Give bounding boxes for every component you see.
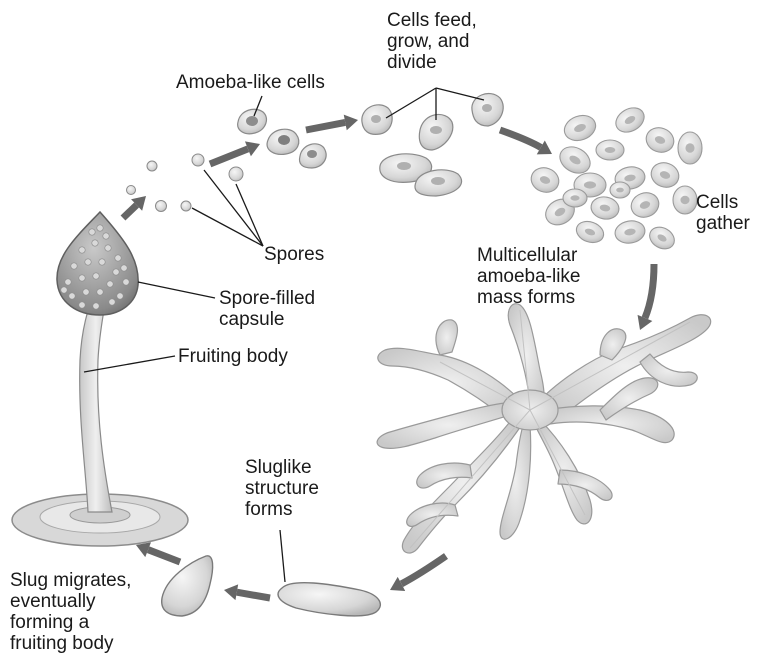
capsule-spore-dot xyxy=(117,293,123,299)
feeding-cells-illustration xyxy=(362,94,503,196)
arrow-spores-to-amoeba-shaft xyxy=(210,149,248,164)
label-cells-gather: Cells gather xyxy=(696,192,750,234)
gathering-cell xyxy=(628,189,663,221)
capsule-spore-dot xyxy=(93,273,99,279)
capsule-spore-dot xyxy=(69,293,75,299)
label-spore-filled-capsule: Spore-filled capsule xyxy=(219,288,315,330)
multicellular-mass-illustration xyxy=(377,304,711,553)
leader-spores-2 xyxy=(236,184,263,246)
leader-capsule xyxy=(138,282,215,298)
arrow-mass-to-slug-shaft xyxy=(401,556,446,584)
leader-cells-feed-3 xyxy=(436,88,484,100)
capsule-spore-dot xyxy=(79,275,85,281)
spore xyxy=(229,167,243,181)
gathering-cell xyxy=(643,124,678,156)
capsule-spore-dot xyxy=(71,263,77,269)
capsule-spore-dot xyxy=(85,259,91,265)
capsule-spore-dot xyxy=(97,289,103,295)
gathering-cell xyxy=(648,159,683,191)
gathering-cell xyxy=(573,218,606,246)
arrow-amoeba-to-feeding-head xyxy=(344,115,358,131)
label-fruiting-body: Fruiting body xyxy=(178,346,288,367)
sluglike-structure-illustration xyxy=(278,583,380,616)
gathering-cell-nucleus xyxy=(680,196,689,204)
gathering-cell-nucleus xyxy=(605,147,616,153)
capsule-spore-dot xyxy=(123,279,129,285)
arrow-migrating-to-fruiting-shaft xyxy=(148,550,180,562)
capsule-spore-dot xyxy=(89,229,95,235)
arrow-mass-to-slug xyxy=(390,556,446,591)
leader-cells-feed-1 xyxy=(386,88,436,118)
capsule-spore-dot xyxy=(105,245,111,251)
arrow-gather-to-mass-shaft xyxy=(645,264,654,318)
gathering-cell xyxy=(613,219,646,246)
capsule-spore-dot xyxy=(79,302,85,308)
capsule-spore-dot xyxy=(92,240,98,246)
label-mass-forms: Multicellular amoeba-like mass forms xyxy=(477,245,581,308)
gathering-cell-nucleus xyxy=(570,195,579,200)
arrow-capsule-to-spores xyxy=(123,196,146,218)
label-slug-migrates: Slug migrates, eventually forming a frui… xyxy=(10,570,131,654)
label-sluglike-structure: Sluglike structure forms xyxy=(245,457,319,520)
amoeba-cells-illustration xyxy=(238,109,326,168)
gathering-cell xyxy=(589,195,620,222)
gathering-cell-nucleus xyxy=(616,188,624,193)
gathering-cell xyxy=(646,223,679,253)
arrow-gather-to-mass xyxy=(638,264,654,330)
gathering-cell xyxy=(612,103,649,137)
gathering-cell-nucleus xyxy=(685,143,694,153)
capsule-spore-dot xyxy=(93,303,99,309)
capsule-spore-dot xyxy=(65,279,71,285)
leader-sluglike xyxy=(280,530,285,582)
leader-spores-1 xyxy=(204,170,263,246)
arrow-feeding-to-gather-shaft xyxy=(500,130,541,147)
spore xyxy=(156,201,167,212)
capsule-spore-dot xyxy=(97,225,103,231)
capsule-spore-dot xyxy=(61,287,67,293)
gathering-cell xyxy=(678,132,702,164)
arrow-slug-to-migrating-shaft xyxy=(237,592,270,598)
arrow-capsule-to-spores-shaft xyxy=(123,205,137,218)
capsule-spore-dot xyxy=(113,269,119,275)
capsule-spore-dot xyxy=(115,255,121,261)
label-amoeba-like-cells: Amoeba-like cells xyxy=(176,72,325,93)
spore xyxy=(127,186,136,195)
capsule-spore-dot xyxy=(83,289,89,295)
arrow-feeding-to-gather xyxy=(500,130,552,154)
arrow-amoeba-to-feeding-shaft xyxy=(306,122,345,130)
arrow-spores-to-amoeba xyxy=(210,141,260,164)
capsule-spore-dot xyxy=(109,299,115,305)
gathering-cell-nucleus xyxy=(584,181,596,188)
capsule-spore-dot xyxy=(79,247,85,253)
migrating-slug-illustration xyxy=(162,556,213,616)
capsule-spore-dot xyxy=(99,259,105,265)
leader-spores-3 xyxy=(192,208,263,246)
gathering-cell xyxy=(563,189,587,207)
capsule-spore-dot xyxy=(121,265,127,271)
arrow-slug-to-migrating-head xyxy=(224,584,238,600)
label-cells-feed: Cells feed, grow, and divide xyxy=(387,10,477,73)
arrow-amoeba-to-feeding xyxy=(306,115,358,131)
gathering-cell xyxy=(610,182,630,198)
capsule-spore-dot xyxy=(107,281,113,287)
arrow-slug-to-migrating xyxy=(224,584,270,600)
capsule-spore-dot xyxy=(103,233,109,239)
spore xyxy=(147,161,157,171)
arrow-migrating-to-fruiting xyxy=(136,542,180,562)
label-spores: Spores xyxy=(264,244,324,265)
gathering-cell xyxy=(561,111,599,144)
gathering-cell xyxy=(673,186,697,214)
spore xyxy=(192,154,204,166)
spore xyxy=(181,201,191,211)
gathering-cells-illustration xyxy=(528,103,702,253)
gathering-cell xyxy=(528,164,563,196)
gathering-cell xyxy=(596,140,624,160)
